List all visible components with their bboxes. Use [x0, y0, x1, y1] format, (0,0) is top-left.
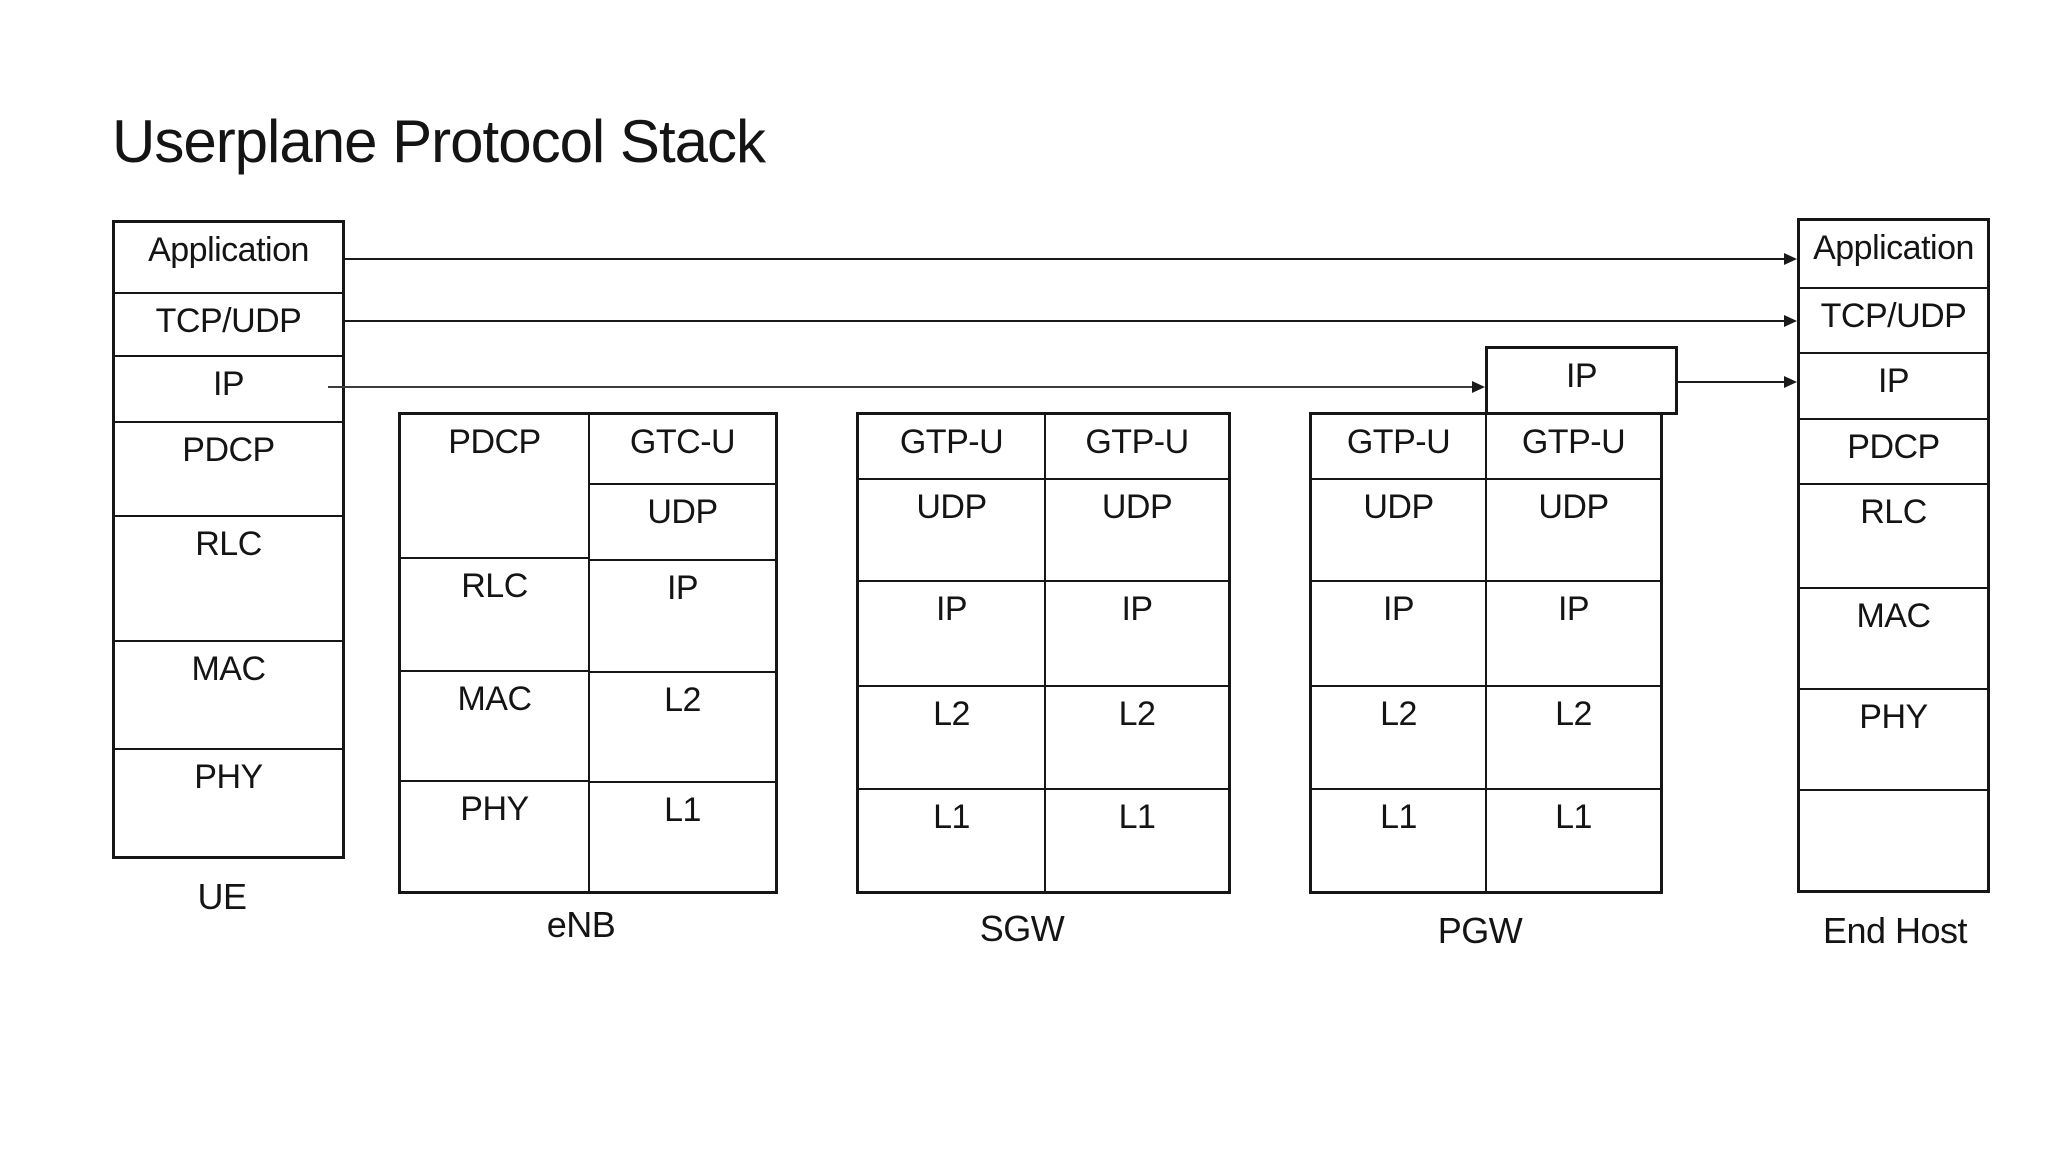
cell-application: Application — [148, 231, 309, 269]
arrow-application-0-head — [1784, 253, 1797, 265]
cell-l1: L1 — [1312, 787, 1485, 891]
cell-udp: UDP — [1312, 477, 1485, 580]
cell-gtp-u: GTP-U — [1521, 423, 1626, 461]
node-label-ue: UE — [197, 876, 247, 917]
cell-ip: IP — [115, 354, 342, 422]
cell-l2: L2 — [1487, 685, 1660, 787]
arrow-ip-2-line — [328, 386, 1474, 388]
cell-gtc-u: GTC-U — [629, 423, 736, 461]
cell-mac: MAC — [401, 669, 588, 781]
arrow-tcp-udp-1-head — [1784, 315, 1797, 327]
cell-ip: IP — [859, 580, 1044, 685]
cell-gtp-u: GTP-U — [1085, 423, 1189, 461]
cell-l1: L1 — [859, 787, 1044, 891]
cell-udp: UDP — [1046, 477, 1228, 580]
cell-l2: L2 — [1046, 685, 1228, 787]
cell-l1: L1 — [1487, 787, 1660, 891]
cell-empty — [1800, 789, 1987, 890]
cell-application: Application — [1813, 229, 1974, 267]
cell-udp: UDP — [590, 482, 775, 559]
node-label-pgw: PGW — [1437, 910, 1523, 951]
slide-title: Userplane Protocol Stack — [112, 108, 766, 175]
cell-l2: L2 — [1312, 685, 1485, 787]
cell-mac: MAC — [1800, 586, 1987, 689]
cell-ip: IP — [1800, 352, 1987, 418]
node-label-sgw: SGW — [979, 908, 1065, 949]
cell-rlc: RLC — [115, 514, 342, 641]
cell-l2: L2 — [859, 685, 1044, 787]
cell-l1: L1 — [590, 780, 775, 891]
cell-gtp-u: GTP-U — [899, 423, 1004, 461]
cell-l2: L2 — [590, 670, 775, 781]
cell-rlc: RLC — [1800, 482, 1987, 587]
arrow-application-0-line — [345, 258, 1786, 260]
node-label-endhost: End Host — [1822, 910, 1968, 951]
cell-pdcp: PDCP — [115, 421, 342, 514]
cell-tcp-udp: TCP/UDP — [1800, 286, 1987, 353]
cell-gtp-u: GTP-U — [1346, 423, 1451, 461]
cell-rlc: RLC — [401, 557, 588, 670]
cell-pdcp: PDCP — [448, 423, 541, 461]
stack-pgw-top-box: IP — [1485, 346, 1678, 415]
arrow-ip-3-head — [1784, 376, 1797, 388]
cell-tcp-udp: TCP/UDP — [115, 291, 342, 355]
arrow-ip-3-line — [1678, 381, 1786, 383]
cell-l1: L1 — [1046, 787, 1228, 891]
cell-ip: IP — [1312, 580, 1485, 685]
cell-pdcp: PDCP — [1800, 418, 1987, 483]
cell-ip: IP — [1487, 580, 1660, 685]
cell-ip: IP — [1046, 580, 1228, 685]
cell-phy: PHY — [401, 780, 588, 891]
cell-phy: PHY — [1800, 688, 1987, 789]
cell-udp: UDP — [1487, 477, 1660, 580]
cell-ip: IP — [590, 558, 775, 671]
arrow-tcp-udp-1-line — [345, 320, 1786, 322]
node-label-enb: eNB — [546, 904, 616, 945]
cell-udp: UDP — [859, 477, 1044, 580]
cell-mac: MAC — [115, 640, 342, 748]
cell-phy: PHY — [115, 748, 342, 856]
arrow-ip-2-head — [1472, 381, 1485, 393]
